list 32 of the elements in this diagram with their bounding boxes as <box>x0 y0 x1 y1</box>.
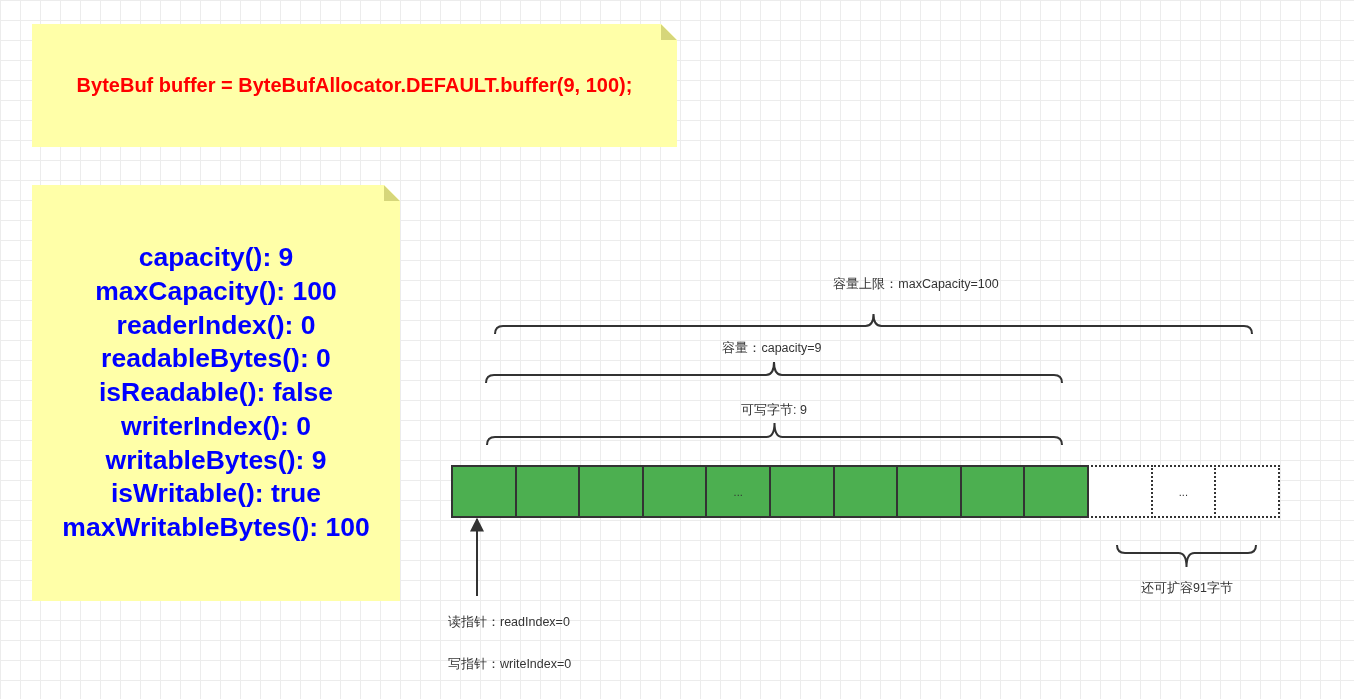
property-text: isWritable(): true <box>110 477 322 511</box>
property-text: capacity(): 9 <box>138 241 294 275</box>
memory-cell <box>959 465 1026 518</box>
property-text: writableBytes(): 9 <box>105 443 327 477</box>
memory-cell <box>1087 465 1153 518</box>
brace-label: 可写字节: 9 <box>741 402 807 419</box>
memory-cell <box>769 465 835 518</box>
memory-cell <box>451 465 517 518</box>
pointer-label: 读指针：readIndex=0 <box>448 614 598 634</box>
property-text: writerIndex(): 0 <box>121 409 311 443</box>
sticky-note <box>32 24 677 147</box>
brace-label: 还可扩容91字节 <box>1141 580 1233 597</box>
arrow <box>470 517 484 597</box>
memory-cell: ... <box>1150 465 1217 518</box>
memory-cell <box>578 465 644 518</box>
code-text: ByteBuf buffer = ByteBufAllocator.DEFAULT.buffer(9, 100); <box>76 74 633 97</box>
property-text: readerIndex(): 0 <box>116 308 316 342</box>
property-text: maxWritableBytes(): 100 <box>62 510 370 544</box>
property-text: isReadable(): false <box>98 376 334 410</box>
brace-label: 容量上限：maxCapacity=100 <box>833 276 999 293</box>
memory-cell <box>1023 465 1089 518</box>
memory-cell <box>896 465 962 518</box>
brace-label: 容量：capacity=9 <box>722 340 822 357</box>
memory-cell: ... <box>705 465 771 518</box>
memory-cell <box>1214 465 1280 518</box>
memory-cell <box>641 465 708 518</box>
pointer-label: 写指针：writeIndex=0 <box>448 656 572 673</box>
property-text: maxCapacity(): 100 <box>95 275 337 309</box>
property-text: readableBytes(): 0 <box>101 342 331 376</box>
memory-cell <box>514 465 581 518</box>
sticky-note <box>32 185 400 601</box>
memory-cell <box>832 465 899 518</box>
